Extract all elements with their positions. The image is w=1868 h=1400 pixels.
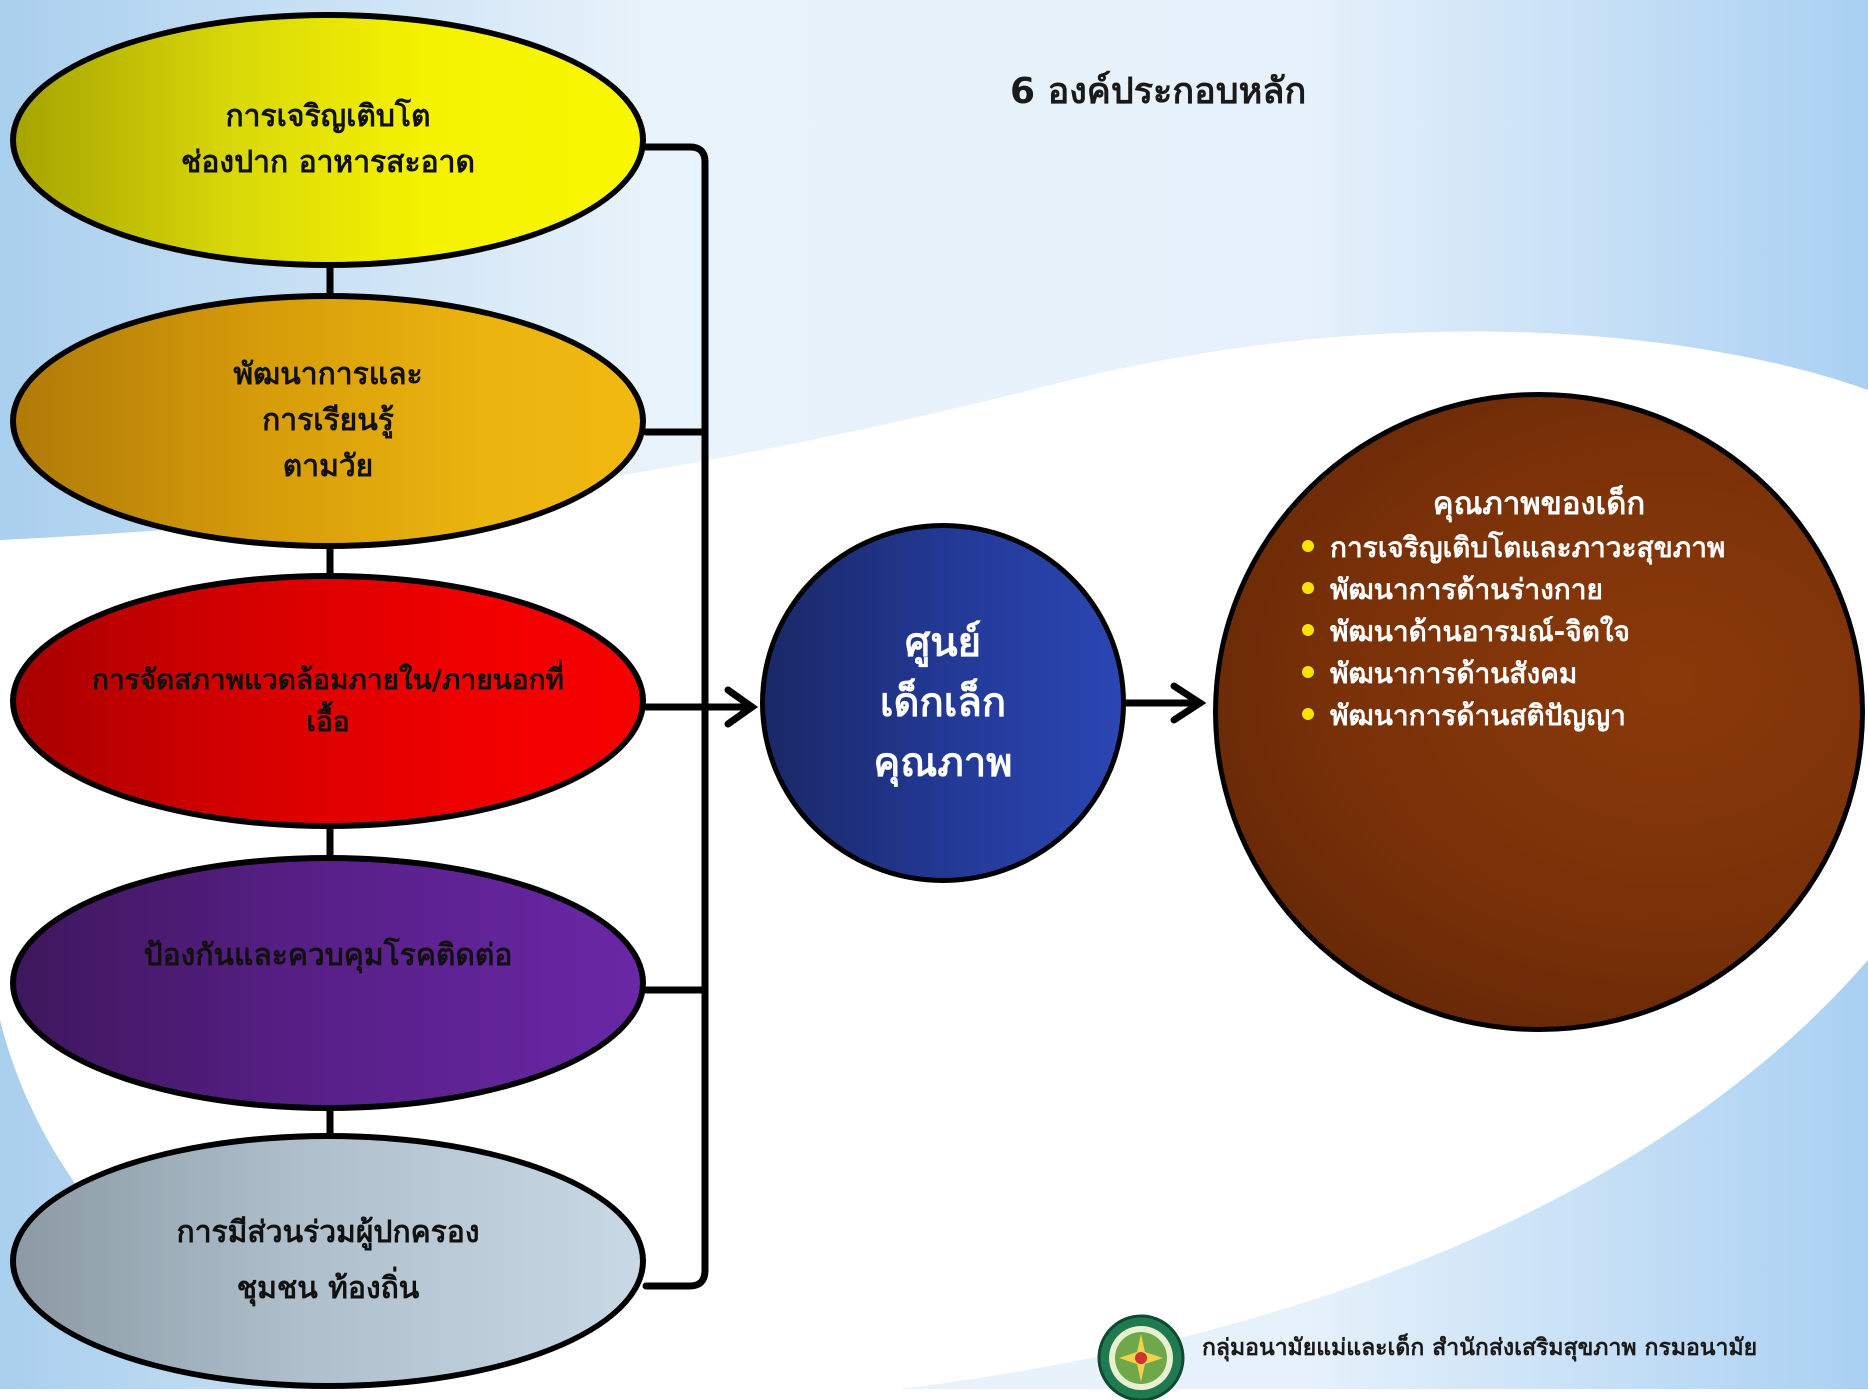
component-label: ป้องกันและควบคุมโรคติดต่อ: [143, 938, 513, 973]
component-label: ตามวัย: [282, 449, 374, 484]
connector-lines: [326, 143, 1207, 1290]
component-label: การเรียนรู้: [262, 403, 394, 438]
center-quality-childcare: ศูนย์ เด็กเล็ก คุณภาพ: [760, 523, 1126, 883]
center-label: คุณภาพ: [873, 740, 1013, 786]
outcome-item: พัฒนาด้านอารมณ์-จิตใจ: [1298, 611, 1725, 653]
outcome-item: พัฒนาการด้านสังคม: [1298, 653, 1725, 695]
component-label: การมีส่วนร่วมผู้ปกครอง: [176, 1215, 480, 1250]
component-disease-control: ป้องกันและควบคุมโรคติดต่อ: [10, 855, 646, 1111]
component-environment: การจัดสภาพแวดล้อมภายใน/ภายนอกที่ เอื้อ: [10, 573, 646, 829]
department-seal-icon: [1097, 1314, 1185, 1400]
footer-organization: กลุ่มอนามัยแม่และเด็ก สำนักส่งเสริมสุขภา…: [1202, 1335, 1758, 1361]
component-label: เอื้อ: [306, 705, 350, 738]
outcome-title: คุณภาพของเด็ก: [1432, 486, 1646, 522]
component-growth-oral-food: การเจริญเติบโต ช่องปาก อาหารสะอาด: [10, 12, 646, 268]
outcome-child-quality: คุณภาพของเด็ก การเจริญเติบโตและภาวะสุขภา…: [1213, 392, 1865, 1032]
outcome-item: พัฒนาการด้านร่างกาย: [1298, 569, 1725, 611]
component-label: พัฒนาการและ: [233, 357, 423, 392]
outcome-item: พัฒนาการด้านสติปัญญา: [1298, 695, 1725, 737]
component-label: การจัดสภาพแวดล้อมภายใน/ภายนอกที่: [92, 663, 564, 696]
component-label: ช่องปาก อาหารสะอาด: [181, 145, 475, 180]
component-participation: การมีส่วนร่วมผู้ปกครอง ชุมชน ท้องถิ่น: [10, 1133, 646, 1389]
center-label: เด็กเล็ก: [879, 680, 1007, 726]
center-label: ศูนย์: [904, 620, 982, 666]
component-label: การเจริญเติบโต: [225, 99, 431, 134]
page-title: 6 องค์ประกอบหลัก: [1010, 71, 1307, 112]
outcome-list: การเจริญเติบโตและภาวะสุขภาพ พัฒนาการด้าน…: [1298, 527, 1725, 737]
component-development-learning: พัฒนาการและ การเรียนรู้ ตามวัย: [10, 293, 646, 549]
component-label: ชุมชน ท้องถิ่น: [236, 1271, 420, 1306]
outcome-item: การเจริญเติบโตและภาวะสุขภาพ: [1298, 527, 1725, 569]
